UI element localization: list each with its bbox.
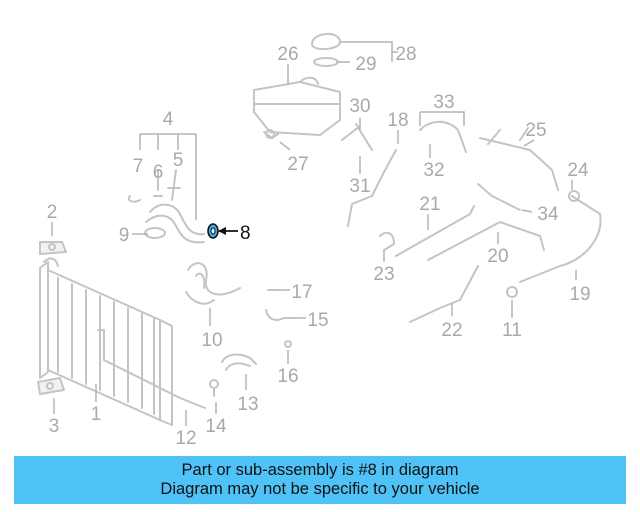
upper-hose-drawing bbox=[127, 169, 205, 244]
banner-line-1: Part or sub-assembly is #8 in diagram bbox=[181, 461, 459, 479]
callout-20: 20 bbox=[487, 246, 508, 267]
callout-5: 5 bbox=[173, 150, 184, 171]
radiator-drawing bbox=[39, 257, 206, 426]
banner-line-2: Diagram may not be specific to your vehi… bbox=[160, 480, 480, 498]
callout-24: 24 bbox=[567, 160, 589, 181]
callout-1: 1 bbox=[91, 404, 102, 425]
callout-8: 8 bbox=[240, 223, 251, 244]
callout-6: 6 bbox=[153, 162, 164, 183]
callout-labels: 1 2 3 4 5 6 7 8 9 10 11 12 13 14 15 16 1… bbox=[47, 44, 591, 449]
callout-16: 16 bbox=[277, 366, 298, 387]
callout-4: 4 bbox=[163, 109, 174, 130]
callout-23: 23 bbox=[373, 264, 394, 285]
callout-25: 25 bbox=[525, 120, 546, 141]
callout-28: 28 bbox=[395, 44, 416, 65]
callout-21: 21 bbox=[419, 194, 440, 215]
callout-7: 7 bbox=[133, 156, 144, 177]
callout-33: 33 bbox=[433, 92, 454, 113]
callout-17: 17 bbox=[291, 282, 312, 303]
callout-18: 18 bbox=[387, 110, 408, 131]
callout-3: 3 bbox=[49, 416, 60, 437]
info-banner: Part or sub-assembly is #8 in diagram Di… bbox=[14, 456, 626, 504]
callout-31: 31 bbox=[349, 176, 370, 197]
small-parts-drawing bbox=[209, 289, 293, 397]
clamp-8-drawing bbox=[207, 223, 238, 239]
callout-32: 32 bbox=[423, 160, 444, 181]
callout-29: 29 bbox=[355, 54, 376, 75]
callout-12: 12 bbox=[175, 428, 196, 449]
callout-11: 11 bbox=[502, 320, 522, 341]
bracket-drawing bbox=[37, 241, 67, 395]
leader-lines bbox=[51, 41, 577, 426]
hose-10-drawing bbox=[185, 262, 241, 305]
callout-30: 30 bbox=[349, 96, 370, 117]
callout-15: 15 bbox=[307, 310, 328, 331]
callout-9: 9 bbox=[119, 225, 130, 246]
callout-14: 14 bbox=[205, 416, 227, 437]
callout-27: 27 bbox=[287, 154, 308, 175]
callout-19: 19 bbox=[569, 284, 590, 305]
callout-2: 2 bbox=[47, 202, 58, 223]
callout-13: 13 bbox=[237, 394, 258, 415]
callout-34: 34 bbox=[537, 204, 559, 225]
callout-10: 10 bbox=[201, 330, 222, 351]
pipes-drawing bbox=[341, 120, 602, 323]
parts-diagram: 1 2 3 4 5 6 7 8 9 10 11 12 13 14 15 16 1… bbox=[37, 33, 602, 449]
callout-22: 22 bbox=[441, 320, 462, 341]
callout-26: 26 bbox=[277, 44, 298, 65]
